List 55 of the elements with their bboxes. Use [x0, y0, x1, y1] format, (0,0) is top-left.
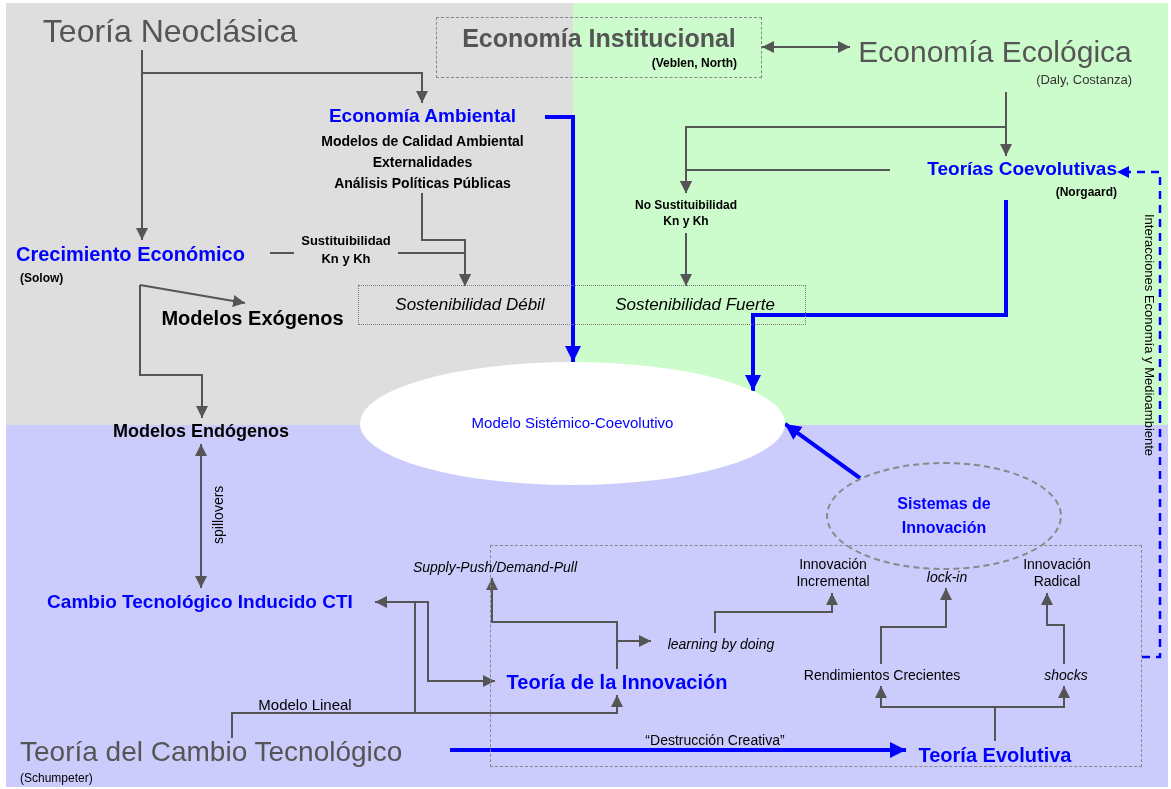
node-text: Rendimientos Crecientes	[787, 664, 977, 686]
node-text: lock-in	[919, 566, 975, 588]
node-text: No Sustituibilidad Kn y Kh	[628, 193, 744, 233]
arrow	[994, 685, 1070, 742]
arrow	[761, 41, 851, 53]
node-text: Teoría de la Innovación	[495, 669, 739, 695]
edge-label: spillovers	[208, 484, 227, 547]
node-title: Teoría del Cambio Tecnológico	[20, 735, 403, 769]
dashed-box	[436, 17, 762, 78]
node-title: Sistemas de Innovación	[896, 494, 992, 538]
section-heading: Teoría Neoclásica	[20, 12, 320, 50]
node-subtext: (Daly, Costanza)	[1036, 71, 1133, 89]
node-title: Teorías Coevolutivas	[927, 156, 1117, 181]
node-subtext: Modelos de Calidad Ambiental	[321, 131, 524, 151]
arrow	[616, 635, 652, 670]
arrow	[139, 284, 246, 307]
arrow	[680, 169, 891, 194]
arrow	[1041, 592, 1065, 665]
node-text: Innovación Incremental	[783, 553, 883, 593]
node-subtext: (Solow)	[19, 269, 64, 287]
edge-label: Interacciones Economía y Medioambiente	[1140, 212, 1158, 459]
node-title: Modelo Sistémico-Coevolutivo	[471, 413, 674, 434]
arrow	[880, 587, 952, 665]
node-text: Modelos Exógenos	[155, 303, 350, 333]
node-text: Teoría Evolutiva	[906, 741, 1084, 769]
node-title: Crecimiento Económico	[16, 241, 245, 267]
node-text: Sostenibilidad Fuerte	[585, 286, 805, 324]
node-subtext: (Schumpeter)	[20, 770, 93, 787]
arrow	[714, 592, 838, 634]
edge-label: “Destrucción Creativa”	[644, 731, 786, 748]
arrow	[136, 49, 148, 241]
node-text: Modelos Endógenos	[95, 418, 307, 444]
arrow	[139, 284, 208, 419]
arrow	[1117, 166, 1162, 659]
arrow	[680, 232, 692, 287]
node-subtext: (Norgaard)	[1055, 184, 1117, 202]
node-title: Economía Ambiental	[328, 104, 517, 129]
node-text: Cambio Tecnológico Inducido CTI	[25, 588, 375, 616]
arrow	[195, 443, 207, 589]
node-title: Economía Institucional	[462, 22, 736, 54]
arrow	[783, 422, 862, 480]
node-subtext: (Veblen, North)	[651, 55, 738, 73]
node-title: Economía Ecológica	[858, 33, 1132, 70]
node-text: shocks	[1037, 664, 1095, 686]
arrow	[450, 742, 906, 758]
node-text: Sostenibilidad Débil	[359, 286, 581, 324]
dotted-box	[358, 285, 806, 325]
edge-label: Modelo Lineal	[257, 695, 353, 712]
node-subtext: Externalidades	[372, 152, 473, 172]
node-subtext: Análisis Políticas Públicas	[334, 173, 511, 193]
node-text: learning by doing	[651, 633, 791, 655]
node-text: Innovación Radical	[1011, 553, 1103, 593]
arrow	[545, 115, 581, 362]
arrow	[745, 200, 1008, 392]
node-text: Supply-Push/Demand-Pull	[396, 556, 594, 578]
